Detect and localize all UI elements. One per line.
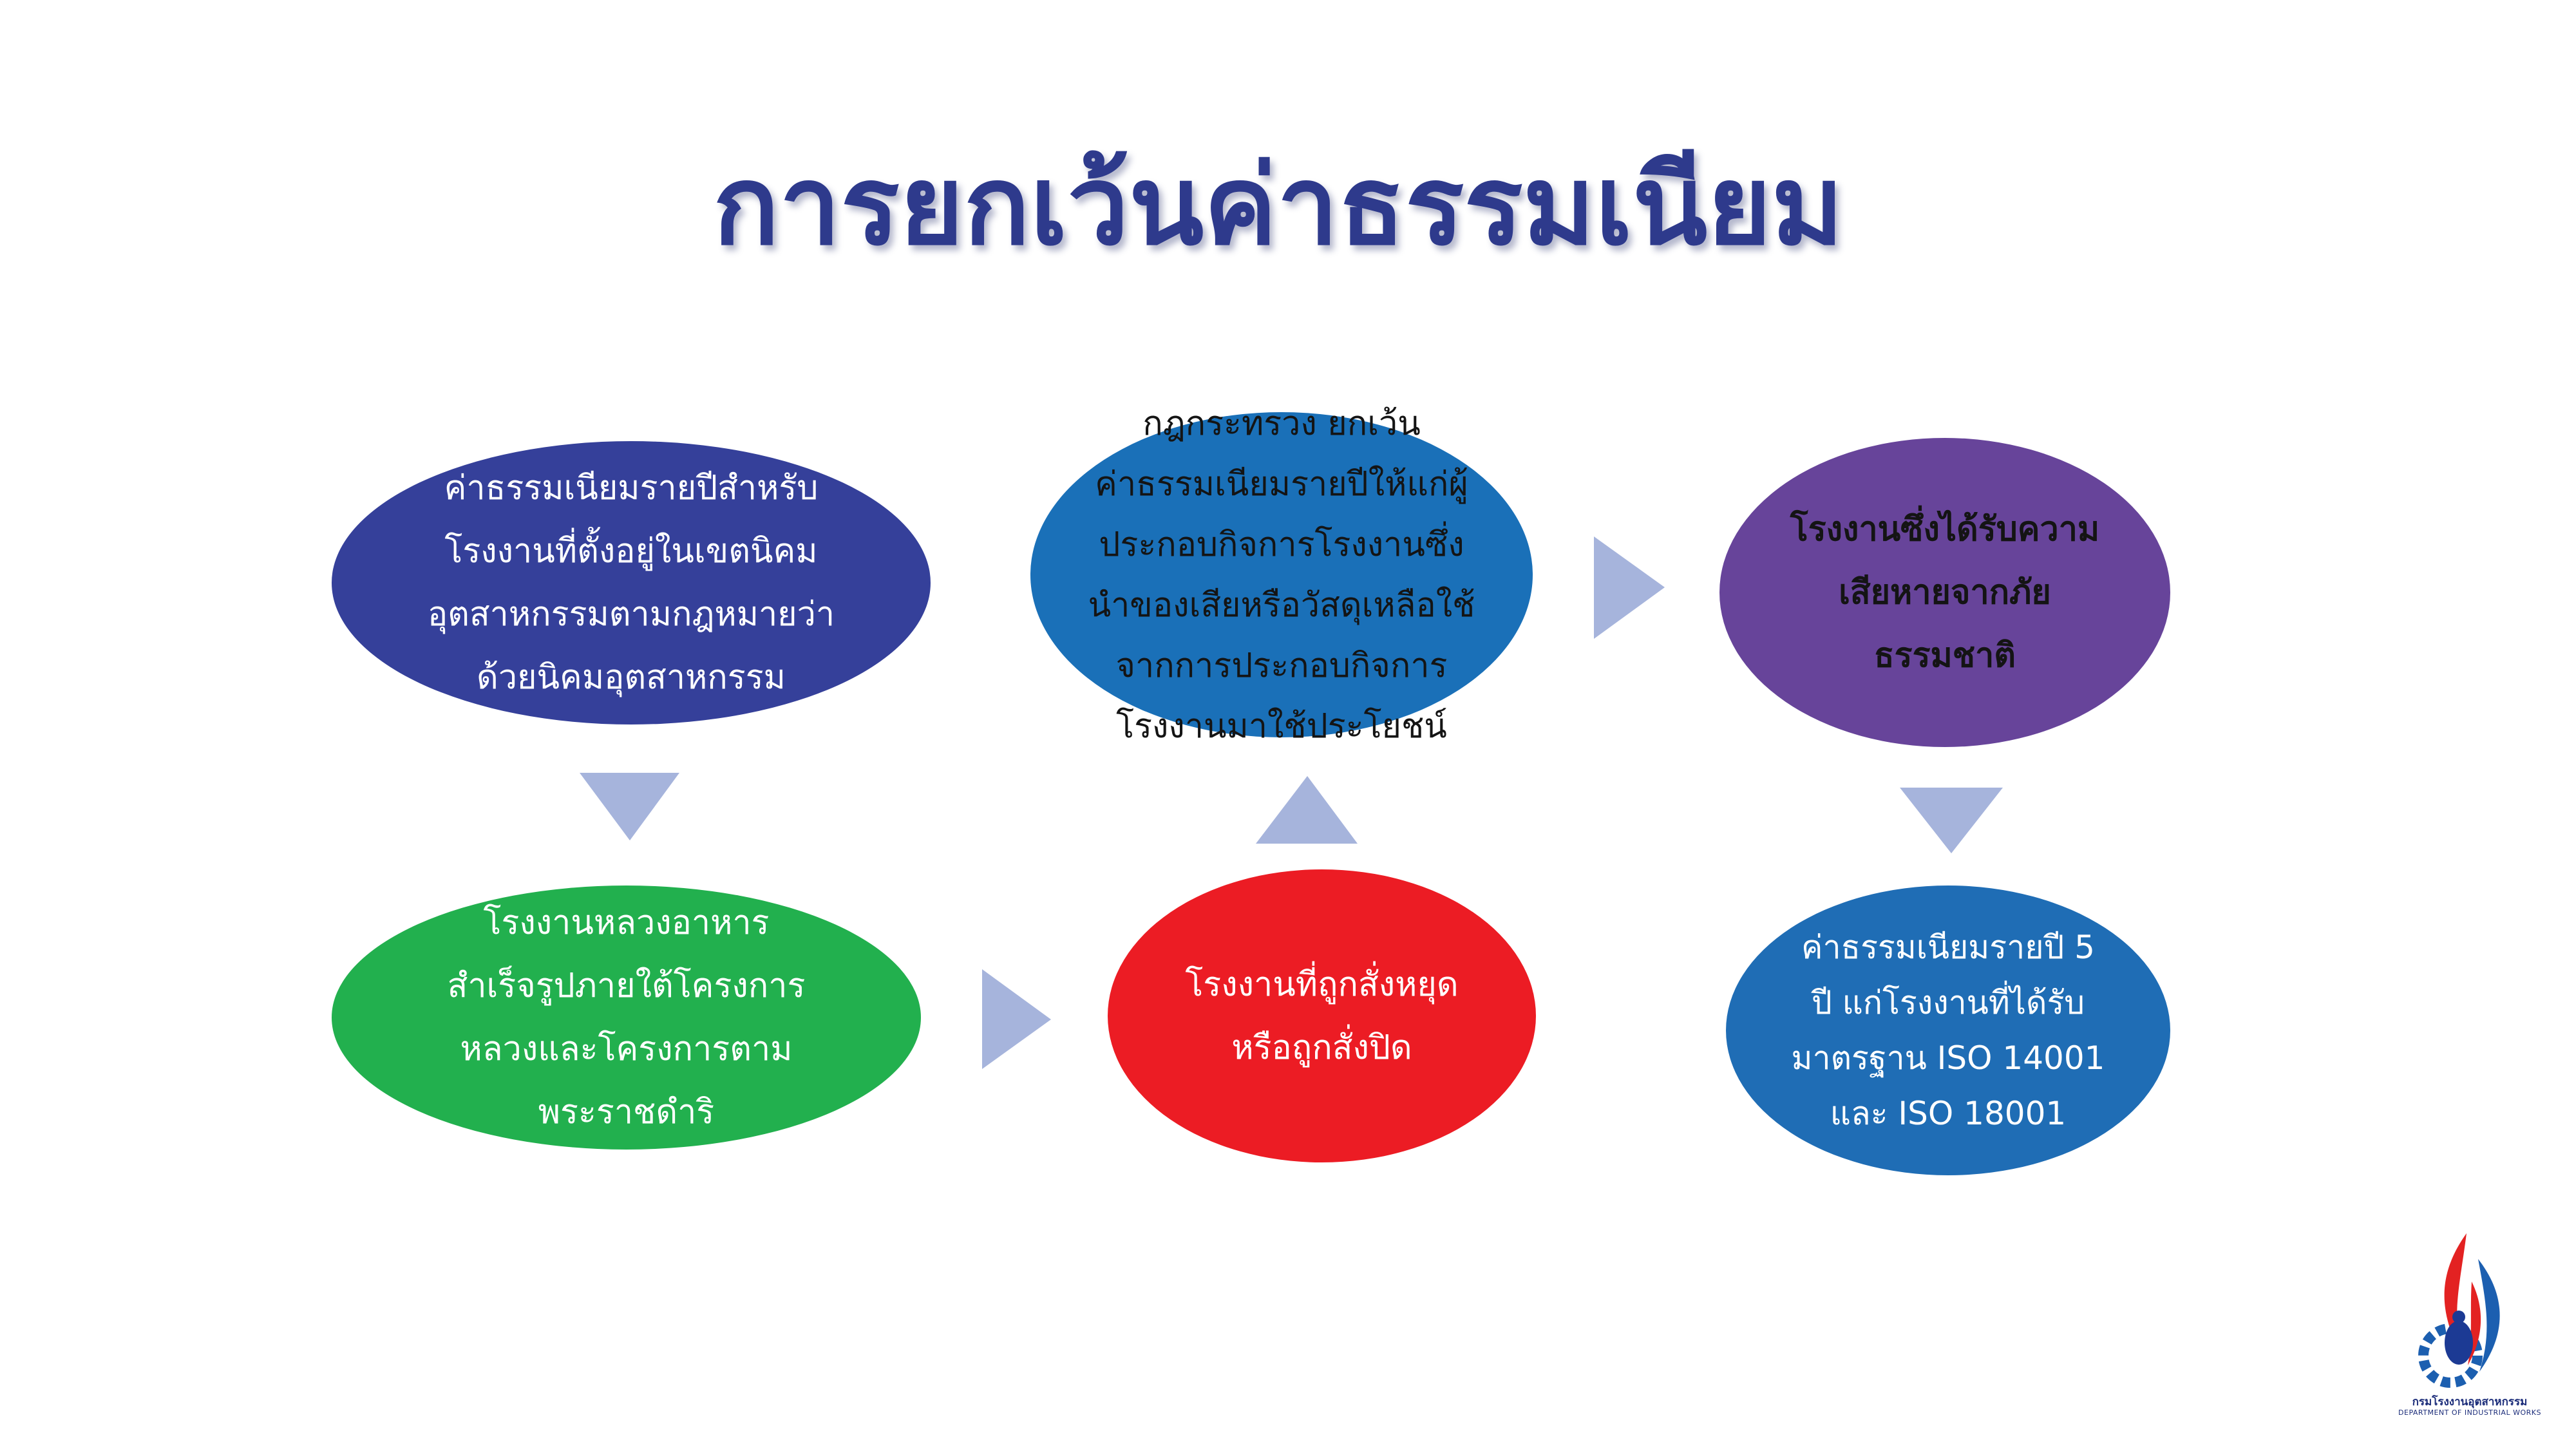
diw-logo: กรมโรงงานอุตสาหกรรม DEPARTMENT OF INDUST… [2389, 1220, 2550, 1426]
node-suspended-factory: โรงงานที่ถูกสั่งหยุด หรือถูกสั่งปิด [1108, 869, 1536, 1162]
node-industrial-estate-text: ค่าธรรมเนียมรายปีสำหรับ โรงงานที่ตั้งอยู… [427, 469, 835, 697]
logo-name-th: กรมโรงงานอุตสาหกรรม [2412, 1396, 2528, 1408]
node-waste-recycling-text: กฎกระทรวง ยกเว้น ค่าธรรมเนียมรายปีให้แก่… [1088, 404, 1475, 746]
node-iso-certified-text: ค่าธรรมเนียมรายปี 5 ปี แก่โรงงานที่ได้รั… [1791, 929, 2105, 1132]
node-royal-project-factory-text: โรงงานหลวงอาหาร สำเร็จรูปภายใต้โครงการ ห… [447, 904, 806, 1132]
triangle-arrow-icon [1256, 776, 1358, 844]
slide-title: การยกเว้นค่าธรรมเนียม [713, 142, 1844, 270]
triangle-arrow-icon [1900, 788, 2003, 853]
node-suspended-factory-text: โรงงานที่ถูกสั่งหยุด หรือถูกสั่งปิด [1185, 965, 1459, 1067]
triangle-arrow-icon [580, 773, 679, 840]
triangle-arrow-icon [1594, 536, 1665, 639]
node-royal-project-factory: โรงงานหลวงอาหาร สำเร็จรูปภายใต้โครงการ ห… [332, 886, 921, 1150]
diw-logo-icon [2418, 1233, 2500, 1388]
node-iso-certified: ค่าธรรมเนียมรายปี 5 ปี แก่โรงงานที่ได้รั… [1726, 886, 2170, 1175]
node-industrial-estate: ค่าธรรมเนียมรายปีสำหรับ โรงงานที่ตั้งอยู… [332, 441, 931, 724]
logo-name-en: DEPARTMENT OF INDUSTRIAL WORKS [2398, 1408, 2541, 1417]
node-waste-recycling: กฎกระทรวง ยกเว้น ค่าธรรมเนียมรายปีให้แก่… [1030, 404, 1533, 746]
triangle-arrow-icon [982, 969, 1051, 1069]
node-natural-disaster-text: โรงงานซึ่งได้รับความ เสียหายจากภัย ธรรมช… [1790, 510, 2100, 675]
node-natural-disaster: โรงงานซึ่งได้รับความ เสียหายจากภัย ธรรมช… [1719, 438, 2170, 747]
